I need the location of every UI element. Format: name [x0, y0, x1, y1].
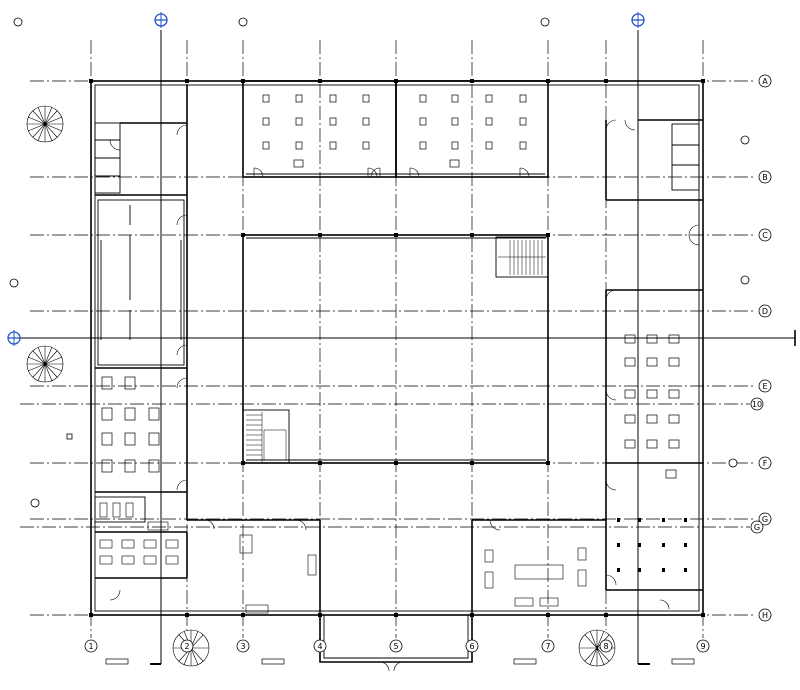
svg-text:D: D [762, 307, 768, 316]
grid-bubble-g: G [758, 512, 772, 526]
courtyard [242, 234, 549, 464]
grid-bubble-8: 8 [599, 639, 613, 653]
grid-bubble-f: F [758, 456, 772, 470]
grid-bubble-5: 5 [389, 639, 403, 653]
grid-bubble-a: A [758, 74, 772, 88]
grid-bubble-d: D [758, 304, 772, 318]
svg-text:E: E [762, 382, 767, 391]
west-wing-rooms [94, 85, 188, 601]
section-markers [7, 12, 796, 665]
grid-bubble-6: 6 [465, 639, 479, 653]
svg-text:5: 5 [393, 642, 398, 651]
svg-text:10: 10 [752, 400, 762, 409]
svg-text:A: A [762, 77, 768, 86]
grid-bubble-3: 3 [236, 639, 250, 653]
chair-symbols [617, 518, 687, 572]
chair-symbols [262, 94, 527, 168]
scale-bars [105, 658, 695, 665]
column-grid-lines [90, 40, 704, 638]
north-classrooms [242, 80, 549, 178]
section-marker-icon [154, 12, 168, 28]
svg-text:B: B [762, 173, 768, 182]
column-grid-bubbles: 1 2 3 4 5 6 7 8 9 [84, 639, 710, 653]
desk-symbols [624, 334, 680, 479]
section-marker-icon [631, 12, 645, 28]
grid-bubble-7: 7 [541, 639, 555, 653]
svg-text:4: 4 [317, 642, 322, 651]
svg-text:2: 2 [184, 642, 189, 651]
grid-bubble-b: B [758, 170, 772, 184]
svg-text:9: 9 [700, 642, 705, 651]
grid-bubble-g-alt: G [750, 520, 764, 534]
east-wing-rooms [605, 119, 703, 610]
tree-icon [578, 629, 616, 667]
grid-bubble-2: 2 [180, 639, 194, 653]
row-grid-lines [20, 80, 756, 616]
grid-bubble-4: 4 [313, 639, 327, 653]
section-marker-icon [7, 330, 21, 346]
svg-text:8: 8 [603, 642, 608, 651]
exterior-walls [90, 80, 704, 616]
svg-text:C: C [762, 231, 768, 240]
south-wing-rooms [187, 519, 606, 672]
svg-text:6: 6 [469, 642, 474, 651]
column-markers [89, 79, 705, 617]
elevation-markers [9, 17, 750, 508]
svg-text:1: 1 [88, 642, 93, 651]
grid-bubble-9: 9 [696, 639, 710, 653]
svg-text:G: G [762, 515, 768, 524]
tree-icon [26, 105, 64, 143]
grid-bubble-h: H [758, 608, 772, 622]
svg-text:G: G [754, 523, 760, 532]
svg-text:H: H [762, 611, 768, 620]
grid-bubble-10: 10 [750, 397, 764, 411]
svg-text:F: F [763, 459, 768, 468]
grid-bubble-c: C [758, 228, 772, 242]
tree-icon [26, 345, 64, 383]
svg-text:3: 3 [240, 642, 245, 651]
svg-text:7: 7 [545, 642, 550, 651]
grid-bubble-e: E [758, 379, 772, 393]
row-grid-bubbles: A B C D E 10 F G G H [750, 74, 772, 622]
desk-symbols [101, 376, 160, 473]
grid-bubble-1: 1 [84, 639, 98, 653]
entrance-canopy [319, 615, 473, 672]
door-swings [253, 167, 530, 178]
